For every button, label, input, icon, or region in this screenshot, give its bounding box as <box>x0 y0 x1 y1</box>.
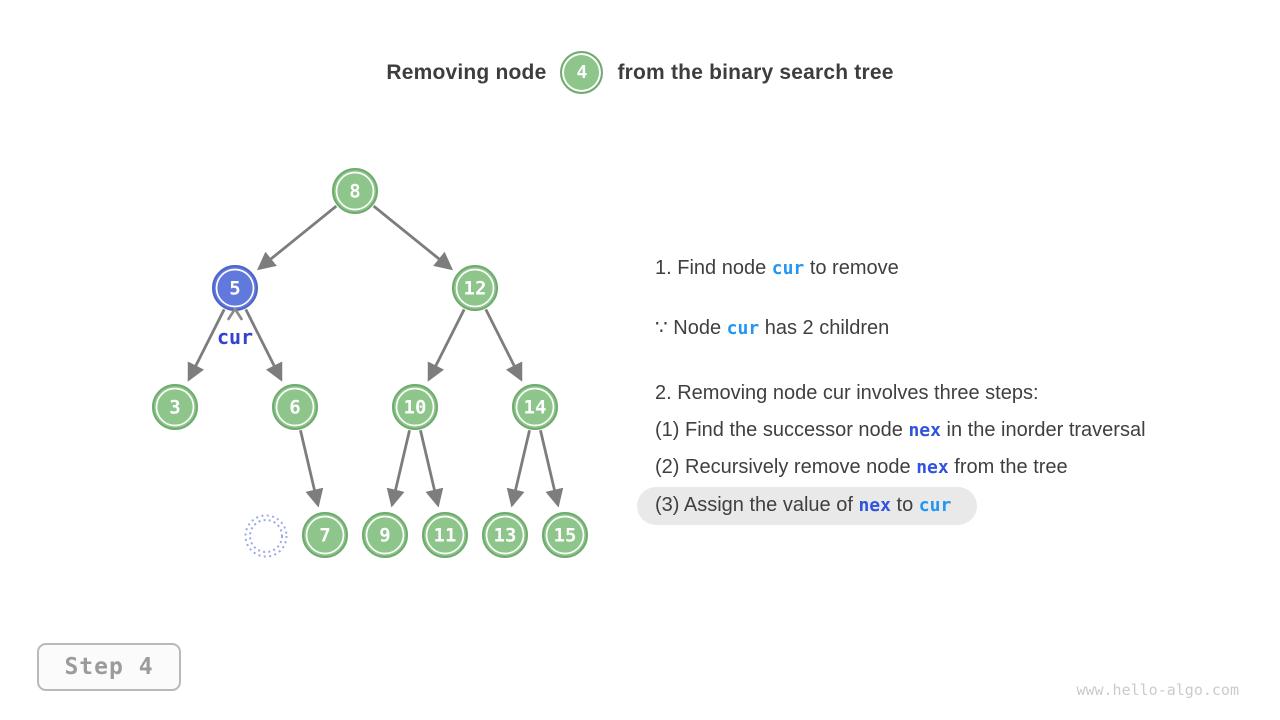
code-term-cur: cur <box>771 258 805 279</box>
tree-node-label: 11 <box>434 525 457 547</box>
note-text: from the tree <box>948 456 1068 479</box>
tree-node-7: 7 <box>302 512 348 558</box>
step-badge: Step 4 <box>37 643 181 691</box>
tree-node-label: 3 <box>169 397 180 419</box>
tree-node-11: 11 <box>422 512 468 558</box>
tree-edge-6-7 <box>299 430 324 508</box>
note-line: 1. Find node cur to remove <box>655 250 1265 288</box>
removed-node-placeholder <box>244 514 288 558</box>
tree-edge-14-15 <box>539 430 564 508</box>
tree-node-10: 10 <box>392 384 438 430</box>
tree-node-label: 10 <box>404 397 427 419</box>
tree-node-label: 7 <box>319 525 330 547</box>
tree-node-15: 15 <box>542 512 588 558</box>
code-term-nex: nex <box>908 419 941 441</box>
note-line: (2) Recursively remove node nex from the… <box>655 449 1265 487</box>
tree-node-5: 5 <box>212 265 258 311</box>
tree-node-label: 6 <box>289 397 300 419</box>
tree-node-label: 8 <box>349 181 360 203</box>
code-term-cur: cur <box>918 494 952 516</box>
tree-edge-10-9 <box>386 430 411 508</box>
note-text: has 2 children <box>759 316 890 339</box>
note-text: (1) Find the successor node <box>655 418 909 441</box>
tree-node-label: 15 <box>554 525 577 547</box>
tree-node-3: 3 <box>152 384 198 430</box>
title-node-circle: 4 <box>560 51 604 94</box>
title-node-value: 4 <box>576 62 588 83</box>
tree-edge-12-14 <box>484 308 523 382</box>
tree-edge-5-6 <box>244 308 283 382</box>
watermark: www.hello-algo.com <box>1076 681 1239 699</box>
code-term-nex: nex <box>916 457 949 479</box>
page-title: Removing node 4 from the binary search t… <box>0 51 1280 94</box>
tree-node-label: 13 <box>494 525 517 547</box>
tree-node-14: 14 <box>512 384 558 430</box>
note-text: to <box>890 493 919 516</box>
tree-node-label: 12 <box>464 278 487 300</box>
cur-pointer-label: cur <box>217 325 253 349</box>
title-suffix: from the binary search tree <box>617 60 894 84</box>
note-text: (3) Assign the value of <box>655 493 859 516</box>
highlighted-note-line: (3) Assign the value of nex to cur <box>637 486 978 525</box>
note-line: ∵ Node cur has 2 children <box>655 310 1265 348</box>
tree-edge-5-3 <box>187 308 226 382</box>
note-text: ∵ Node <box>655 316 727 339</box>
tree-node-label: 14 <box>524 397 547 419</box>
code-term-cur: cur <box>726 317 760 339</box>
note-text: 2. Removing node cur involves three step… <box>655 382 1039 405</box>
tree-edge-12-10 <box>427 308 466 382</box>
note-text: in the inorder traversal <box>940 418 1146 441</box>
note-text: 1. Find node <box>655 257 772 279</box>
tree-node-9: 9 <box>362 512 408 558</box>
tree-node-13: 13 <box>482 512 528 558</box>
tree-node-label: 9 <box>379 525 390 547</box>
tree-edge-8-12 <box>372 204 454 271</box>
note-line: 2. Removing node cur involves three step… <box>655 375 1265 412</box>
tree-node-12: 12 <box>452 265 498 311</box>
note-text: (2) Recursively remove node <box>655 456 917 479</box>
note-line: (1) Find the successor node nex in the i… <box>655 412 1265 450</box>
tree-edge-10-11 <box>419 430 444 508</box>
code-term-nex: nex <box>858 494 891 516</box>
title-prefix: Removing node <box>386 60 547 84</box>
note-line: (3) Assign the value of nex to cur <box>637 486 1265 525</box>
tree-node-label: 5 <box>229 278 240 300</box>
notes-panel: 1. Find node cur to remove ∵ Node cur has… <box>637 250 1265 525</box>
step-badge-label: Step 4 <box>64 654 154 680</box>
tree-edge-14-13 <box>506 430 531 508</box>
cur-pointer-caret-icon <box>227 307 243 321</box>
tree-node-6: 6 <box>272 384 318 430</box>
note-text: to remove <box>804 257 899 279</box>
tree-node-8: 8 <box>332 168 378 214</box>
tree-edge-8-5 <box>256 204 338 271</box>
